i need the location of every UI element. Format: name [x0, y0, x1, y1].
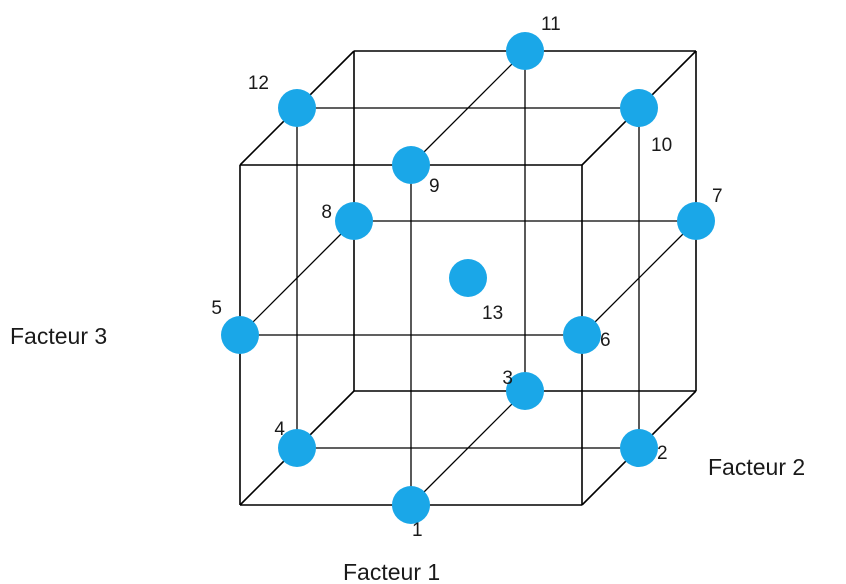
point-label-2: 2 [657, 443, 668, 464]
design-point-1 [392, 486, 430, 524]
design-point-9 [392, 146, 430, 184]
face-midline [581, 220, 697, 336]
design-point-3 [506, 372, 544, 410]
point-label-11: 11 [541, 14, 561, 35]
design-point-11 [506, 32, 544, 70]
design-point-6 [563, 316, 601, 354]
point-label-13: 13 [482, 303, 503, 324]
design-point-12 [278, 89, 316, 127]
axis-label-factor1: Facteur 1 [343, 559, 440, 584]
point-label-5: 5 [211, 298, 222, 319]
design-point-5 [221, 316, 259, 354]
point-label-7: 7 [712, 186, 723, 207]
design-point-10 [620, 89, 658, 127]
design-point-8 [335, 202, 373, 240]
design-point-4 [278, 429, 316, 467]
point-label-12: 12 [248, 73, 269, 94]
design-point-7 [677, 202, 715, 240]
design-point-13 [449, 259, 487, 297]
point-label-1: 1 [412, 520, 423, 541]
design-point-2 [620, 429, 658, 467]
cube-edges [239, 50, 697, 506]
axis-label-factor2: Facteur 2 [708, 454, 805, 480]
point-label-4: 4 [274, 419, 285, 440]
point-label-6: 6 [600, 330, 611, 351]
point-label-10: 10 [651, 135, 672, 156]
face-midline [239, 220, 355, 336]
point-label-3: 3 [502, 368, 513, 389]
axis-label-factor3: Facteur 3 [10, 323, 107, 349]
point-label-9: 9 [429, 176, 440, 197]
point-label-8: 8 [321, 202, 332, 223]
design-points [221, 32, 715, 524]
